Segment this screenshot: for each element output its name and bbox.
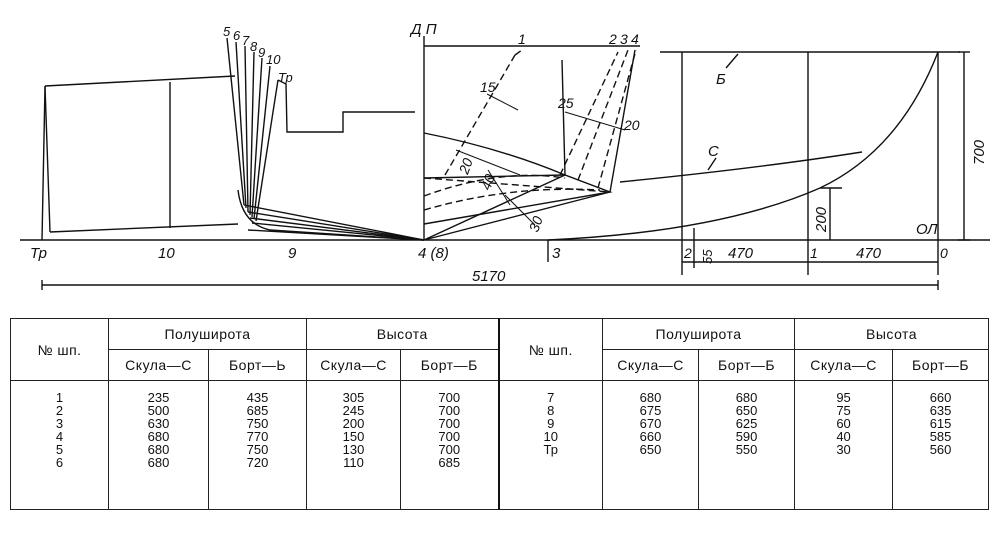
header-chine-h-left: Скула—С bbox=[306, 349, 402, 381]
station-label-9: 9 bbox=[288, 245, 297, 262]
station-label-0: 0 bbox=[940, 245, 948, 261]
body-plan-stern bbox=[226, 36, 425, 241]
angle-label-15: 15 bbox=[480, 79, 496, 95]
station-label-1: 1 bbox=[810, 245, 818, 261]
header-sheer-hb-left: Борт—Ь bbox=[207, 349, 308, 381]
header-sheer-hb-right: Борт—Б bbox=[698, 349, 796, 381]
front-label-3: 3 bbox=[620, 31, 628, 47]
front-label-4: 4 bbox=[631, 31, 639, 47]
header-station-left: № шп. bbox=[10, 318, 109, 381]
header-height-left: Высота bbox=[306, 318, 500, 350]
angle-markers bbox=[455, 93, 626, 226]
top-label-9: 9 bbox=[258, 45, 265, 60]
station-label-4-8: 4 (8) bbox=[418, 245, 449, 262]
dim-spacing-2: 470 bbox=[856, 245, 882, 262]
header-height-right: Высота bbox=[794, 318, 990, 350]
header-chine-hb-right: Скула—С bbox=[602, 349, 700, 381]
baseline-label: ОЛ bbox=[916, 221, 938, 238]
chine-label: С bbox=[708, 143, 719, 160]
dim-overall-length: 5170 bbox=[472, 268, 506, 285]
header-sheer-h-left: Борт—Б bbox=[400, 349, 500, 381]
header-chine-h-right: Скула—С bbox=[794, 349, 894, 381]
dim-small-offset: 55 bbox=[700, 249, 715, 264]
dim-spacing-1: 470 bbox=[728, 245, 754, 262]
front-label-2: 2 bbox=[608, 31, 617, 47]
angle-label-30: 30 bbox=[525, 214, 545, 234]
top-label-8: 8 bbox=[250, 39, 258, 54]
top-label-5: 5 bbox=[223, 24, 231, 39]
dim-depth: 700 bbox=[971, 139, 988, 165]
angle-label-20-left: 20 bbox=[455, 156, 476, 177]
centerline-label: Д П bbox=[409, 21, 437, 38]
angle-label-25: 25 bbox=[557, 95, 574, 111]
top-label-7: 7 bbox=[242, 33, 250, 48]
stern-profile bbox=[41, 75, 239, 241]
top-label-10: 10 bbox=[266, 52, 281, 67]
lines-drawing: Тр 10 9 4 (8) 3 2 1 0 5 6 7 8 9 10 Тр Д … bbox=[20, 21, 990, 290]
station-label-3: 3 bbox=[552, 245, 561, 262]
top-label-6: 6 bbox=[233, 28, 241, 43]
offsets-table: № шп. Полуширота Высота № шп. Полуширота… bbox=[10, 318, 990, 510]
header-half-breadth-right: Полуширота bbox=[602, 318, 796, 350]
body-plan-bow bbox=[423, 45, 640, 241]
station-label-tr: Тр bbox=[30, 245, 47, 262]
angle-label-20-right: 20 bbox=[623, 117, 640, 133]
front-label-1: 1 bbox=[518, 31, 526, 47]
header-half-breadth-left: Полуширота bbox=[107, 318, 308, 350]
angle-label-40: 40 bbox=[477, 172, 497, 192]
header-sheer-h-right: Борт—Б bbox=[892, 349, 990, 381]
body-plan-dashed bbox=[423, 49, 637, 211]
half-breadth-plan bbox=[547, 51, 970, 275]
top-label-tr: Тр bbox=[278, 70, 293, 85]
sheer-label: Б bbox=[716, 71, 726, 88]
station-label-10: 10 bbox=[158, 245, 175, 262]
station-label-2: 2 bbox=[683, 245, 692, 261]
header-station-right: № шп. bbox=[497, 318, 604, 381]
overall-length-dimension bbox=[41, 280, 939, 290]
header-chine-hb-left: Скула—С bbox=[108, 349, 209, 381]
dim-chine-height: 200 bbox=[813, 206, 830, 233]
